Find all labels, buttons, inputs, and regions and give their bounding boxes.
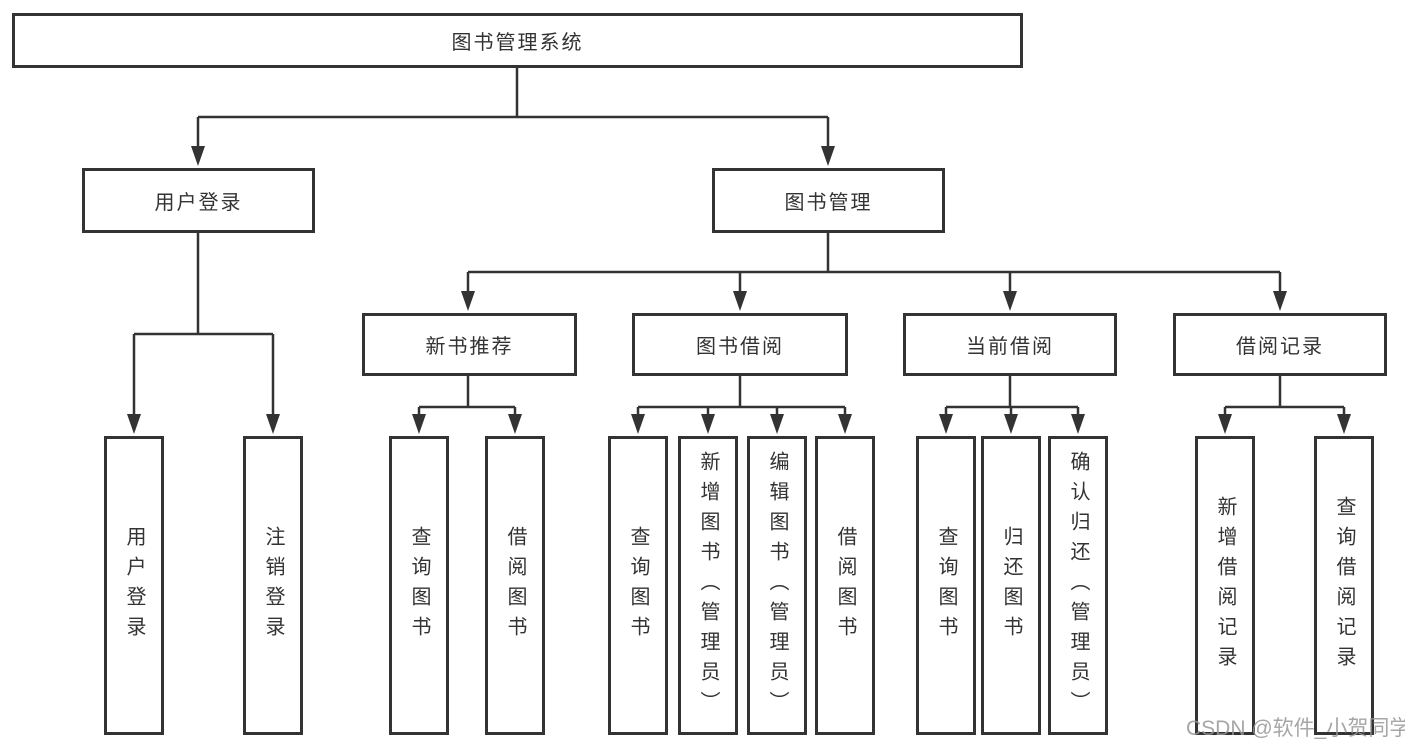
arrow-down-icon xyxy=(838,414,852,434)
leaf-logout: 注销登录 xyxy=(243,436,303,735)
leaf-borrow-books-recommendation: 借阅图书 xyxy=(485,436,545,735)
node-book-management-branch: 图书管理 xyxy=(712,168,945,233)
arrow-down-icon xyxy=(508,414,522,434)
arrow-down-icon xyxy=(770,414,784,434)
arrow-down-icon xyxy=(1273,291,1287,311)
arrow-down-icon xyxy=(939,414,953,434)
leaf-query-books-current: 查询图书 xyxy=(916,436,976,735)
arrow-down-icon xyxy=(701,414,715,434)
arrow-down-icon xyxy=(821,146,835,166)
watermark: CSDN @软件_小贺同学 xyxy=(1186,717,1405,740)
leaf-confirm-return-admin: 确认归还（管理员） xyxy=(1048,436,1108,735)
node-current-borrowing: 当前借阅 xyxy=(903,313,1117,376)
leaf-edit-book-admin: 编辑图书（管理员） xyxy=(747,436,807,735)
arrowheads-group xyxy=(127,146,1351,434)
arrow-down-icon xyxy=(1004,414,1018,434)
arrow-down-icon xyxy=(733,291,747,311)
connector-lines xyxy=(132,68,1346,416)
arrow-down-icon xyxy=(1071,414,1085,434)
leaf-add-borrow-record: 新增借阅记录 xyxy=(1195,436,1255,735)
leaf-query-borrow-record: 查询借阅记录 xyxy=(1314,436,1374,735)
arrow-down-icon xyxy=(631,414,645,434)
arrow-down-icon xyxy=(127,414,141,434)
leaf-query-books-borrowing: 查询图书 xyxy=(608,436,668,735)
arrow-down-icon xyxy=(1218,414,1232,434)
node-book-borrowing: 图书借阅 xyxy=(632,313,848,376)
arrow-down-icon xyxy=(191,146,205,166)
arrow-down-icon xyxy=(412,414,426,434)
node-user-login-branch: 用户登录 xyxy=(82,168,315,233)
arrow-down-icon xyxy=(1337,414,1351,434)
node-library-management-system: 图书管理系统 xyxy=(12,13,1023,68)
arrow-down-icon xyxy=(1003,291,1017,311)
leaf-query-books-recommendation: 查询图书 xyxy=(389,436,449,735)
leaf-return-books: 归还图书 xyxy=(981,436,1041,735)
node-borrowing-records: 借阅记录 xyxy=(1173,313,1387,376)
node-new-book-recommendation: 新书推荐 xyxy=(362,313,577,376)
leaf-user-login: 用户登录 xyxy=(104,436,164,735)
leaf-add-book-admin: 新增图书（管理员） xyxy=(678,436,738,735)
leaf-borrow-books: 借阅图书 xyxy=(815,436,875,735)
arrow-down-icon xyxy=(461,291,475,311)
arrow-down-icon xyxy=(266,414,280,434)
